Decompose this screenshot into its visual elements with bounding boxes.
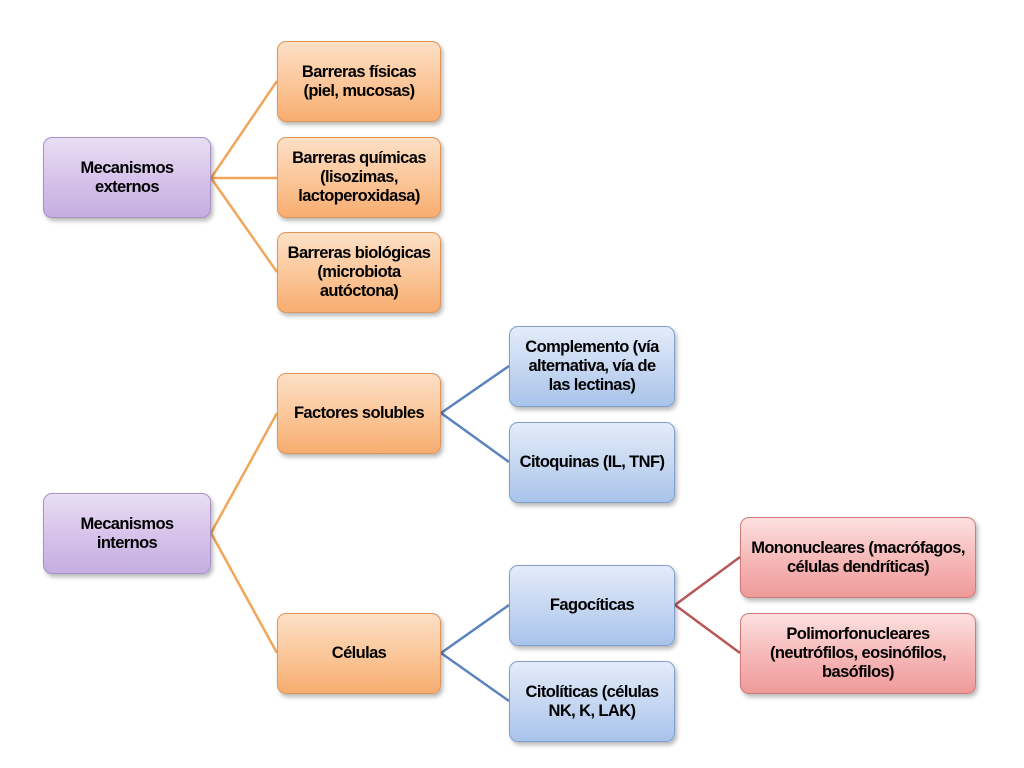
connector-internos-celulas bbox=[209, 532, 279, 654]
node-factores-solubles: Factores solubles bbox=[277, 373, 441, 454]
node-citoliticas-label: Citolíticas (células NK, K, LAK) bbox=[525, 682, 659, 720]
connector-celulas-fagociticas bbox=[440, 603, 510, 655]
node-mecanismos-internos-label: Mecanismos internos bbox=[80, 514, 174, 552]
node-complemento-label: Complemento (vía alternativa, vía de las… bbox=[525, 338, 659, 394]
node-barreras-fisicas: Barreras físicas (piel, mucosas) bbox=[277, 41, 441, 122]
connector-factores-citoquinas bbox=[440, 411, 510, 464]
connector-internos-factores bbox=[209, 412, 279, 534]
node-barreras-biologicas-label: Barreras biológicas (microbiota autócton… bbox=[287, 244, 431, 300]
connector-celulas-citoliticas bbox=[440, 651, 510, 703]
node-polimorfonucleares-label: Polimorfonucleares (neutrófilos, eosinóf… bbox=[770, 625, 947, 681]
node-citoquinas-label: Citoquinas (IL, TNF) bbox=[519, 453, 665, 471]
node-barreras-fisicas-label: Barreras físicas (piel, mucosas) bbox=[301, 62, 417, 100]
node-barreras-biologicas: Barreras biológicas (microbiota autócton… bbox=[277, 232, 441, 313]
connector-externos-biologicas bbox=[209, 177, 279, 273]
connector-fagociticas-polimorfonucleares bbox=[674, 603, 741, 655]
node-celulas-label: Células bbox=[331, 644, 387, 662]
node-mecanismos-externos: Mecanismos externos bbox=[43, 137, 211, 218]
node-fagociticas: Fagocíticas bbox=[509, 565, 675, 646]
connector-externos-fisicas bbox=[209, 80, 279, 179]
node-barreras-quimicas: Barreras químicas (lisozimas, lactoperox… bbox=[277, 137, 441, 218]
connector-fagociticas-mononucleares bbox=[674, 555, 741, 607]
node-mecanismos-internos: Mecanismos internos bbox=[43, 493, 211, 574]
node-mecanismos-externos-label: Mecanismos externos bbox=[80, 158, 174, 196]
connector-factores-complemento bbox=[440, 364, 510, 415]
node-complemento: Complemento (vía alternativa, vía de las… bbox=[509, 326, 675, 407]
node-fagociticas-label: Fagocíticas bbox=[549, 596, 635, 614]
node-factores-solubles-label: Factores solubles bbox=[293, 404, 425, 422]
node-mononucleares-label: Mononucleares (macrófagos, células dendr… bbox=[751, 538, 965, 576]
node-barreras-quimicas-label: Barreras químicas (lisozimas, lactoperox… bbox=[292, 149, 426, 205]
node-polimorfonucleares: Polimorfonucleares (neutrófilos, eosinóf… bbox=[740, 613, 976, 694]
node-citoquinas: Citoquinas (IL, TNF) bbox=[509, 422, 675, 503]
node-mononucleares: Mononucleares (macrófagos, células dendr… bbox=[740, 517, 976, 598]
node-celulas: Células bbox=[277, 613, 441, 694]
node-citoliticas: Citolíticas (células NK, K, LAK) bbox=[509, 661, 675, 742]
